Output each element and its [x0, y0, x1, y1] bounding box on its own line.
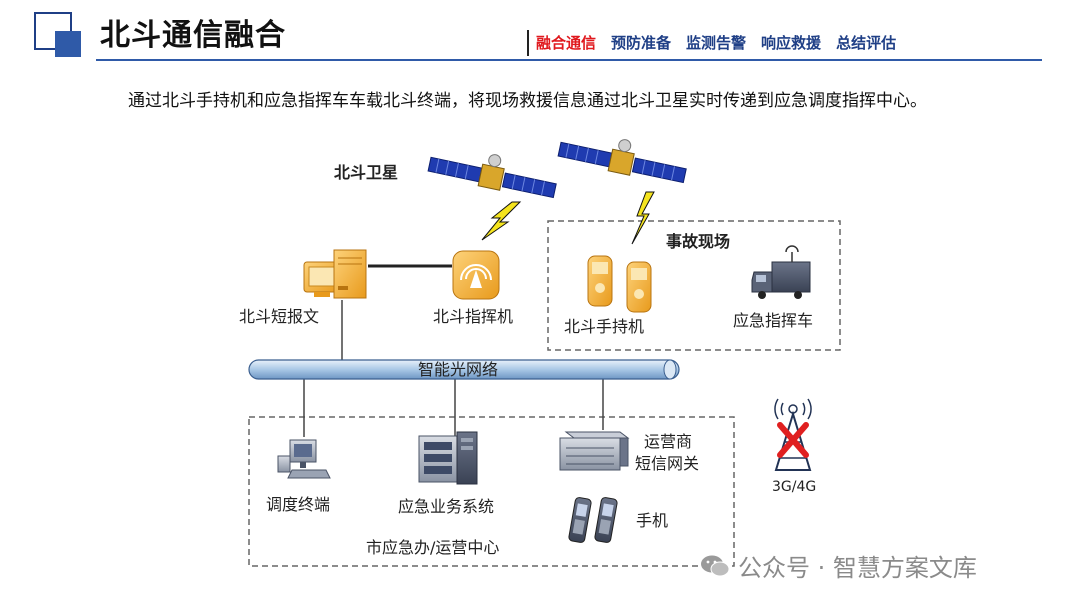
emergency-system-label: 应急业务系统 [398, 497, 494, 516]
emergency-system-icon [418, 431, 478, 485]
gateway-label-line1: 运营商 [644, 432, 692, 451]
dispatch-terminal-icon [277, 439, 331, 479]
dispatch-terminal-label: 调度终端 [266, 495, 330, 514]
cell-tower-icon [774, 398, 812, 471]
satellite-label: 北斗卫星 [334, 163, 398, 182]
gateway-label-line2: 短信网关 [635, 454, 699, 473]
command-terminal-icon [452, 250, 500, 300]
page-title: 北斗通信融合 [100, 18, 286, 53]
wechat-icon [701, 555, 730, 576]
phone-label: 手机 [636, 511, 668, 530]
watermark: 公众号 · 智慧方案文库 [700, 548, 977, 583]
header-rule [96, 59, 1042, 61]
intro-text: 通过北斗手持机和应急指挥车车载北斗终端，将现场救援信息通过北斗卫星实时传递到应急… [128, 91, 927, 111]
lightning-icon [481, 201, 522, 241]
nav-item-prevention[interactable]: 预防准备 [611, 34, 672, 52]
handheld-terminal-icon [587, 255, 652, 313]
nav-item-fusion-communication[interactable]: 融合通信 [536, 34, 597, 52]
incident-scene-label: 事故现场 [666, 232, 730, 251]
center-label: 市应急办/运营中心 [366, 538, 499, 557]
section-nav: 融合通信 预防准备 监测告警 响应救援 总结评估 [536, 32, 896, 53]
command-vehicle-label: 应急指挥车 [733, 311, 813, 330]
mobile-phone-icon [568, 497, 618, 543]
command-terminal-label: 北斗指挥机 [433, 307, 513, 326]
satellite-icon [557, 139, 687, 184]
nav-item-monitoring[interactable]: 监测告警 [686, 34, 747, 52]
network-label: 智能光网络 [418, 360, 498, 379]
watermark-text: 公众号 · 智慧方案文库 [738, 554, 977, 582]
satellite-icon [427, 154, 557, 199]
nav-item-evaluation[interactable]: 总结评估 [836, 34, 897, 52]
disabled-cross-icon [777, 422, 809, 458]
short-message-terminal-icon [303, 249, 367, 299]
center-box [248, 416, 735, 567]
nav-item-response[interactable]: 响应救援 [761, 34, 822, 52]
cell-tower-label: 3G/4G [772, 479, 816, 495]
nav-separator [527, 30, 529, 56]
short-message-label: 北斗短报文 [239, 307, 319, 326]
handheld-label: 北斗手持机 [564, 317, 644, 336]
lightning-icon [631, 191, 655, 245]
optical-network-bus [248, 359, 680, 380]
incident-scene-box [547, 220, 841, 351]
sms-gateway-icon [559, 431, 630, 471]
logo-front-square [55, 31, 81, 57]
command-vehicle-icon [751, 245, 811, 299]
